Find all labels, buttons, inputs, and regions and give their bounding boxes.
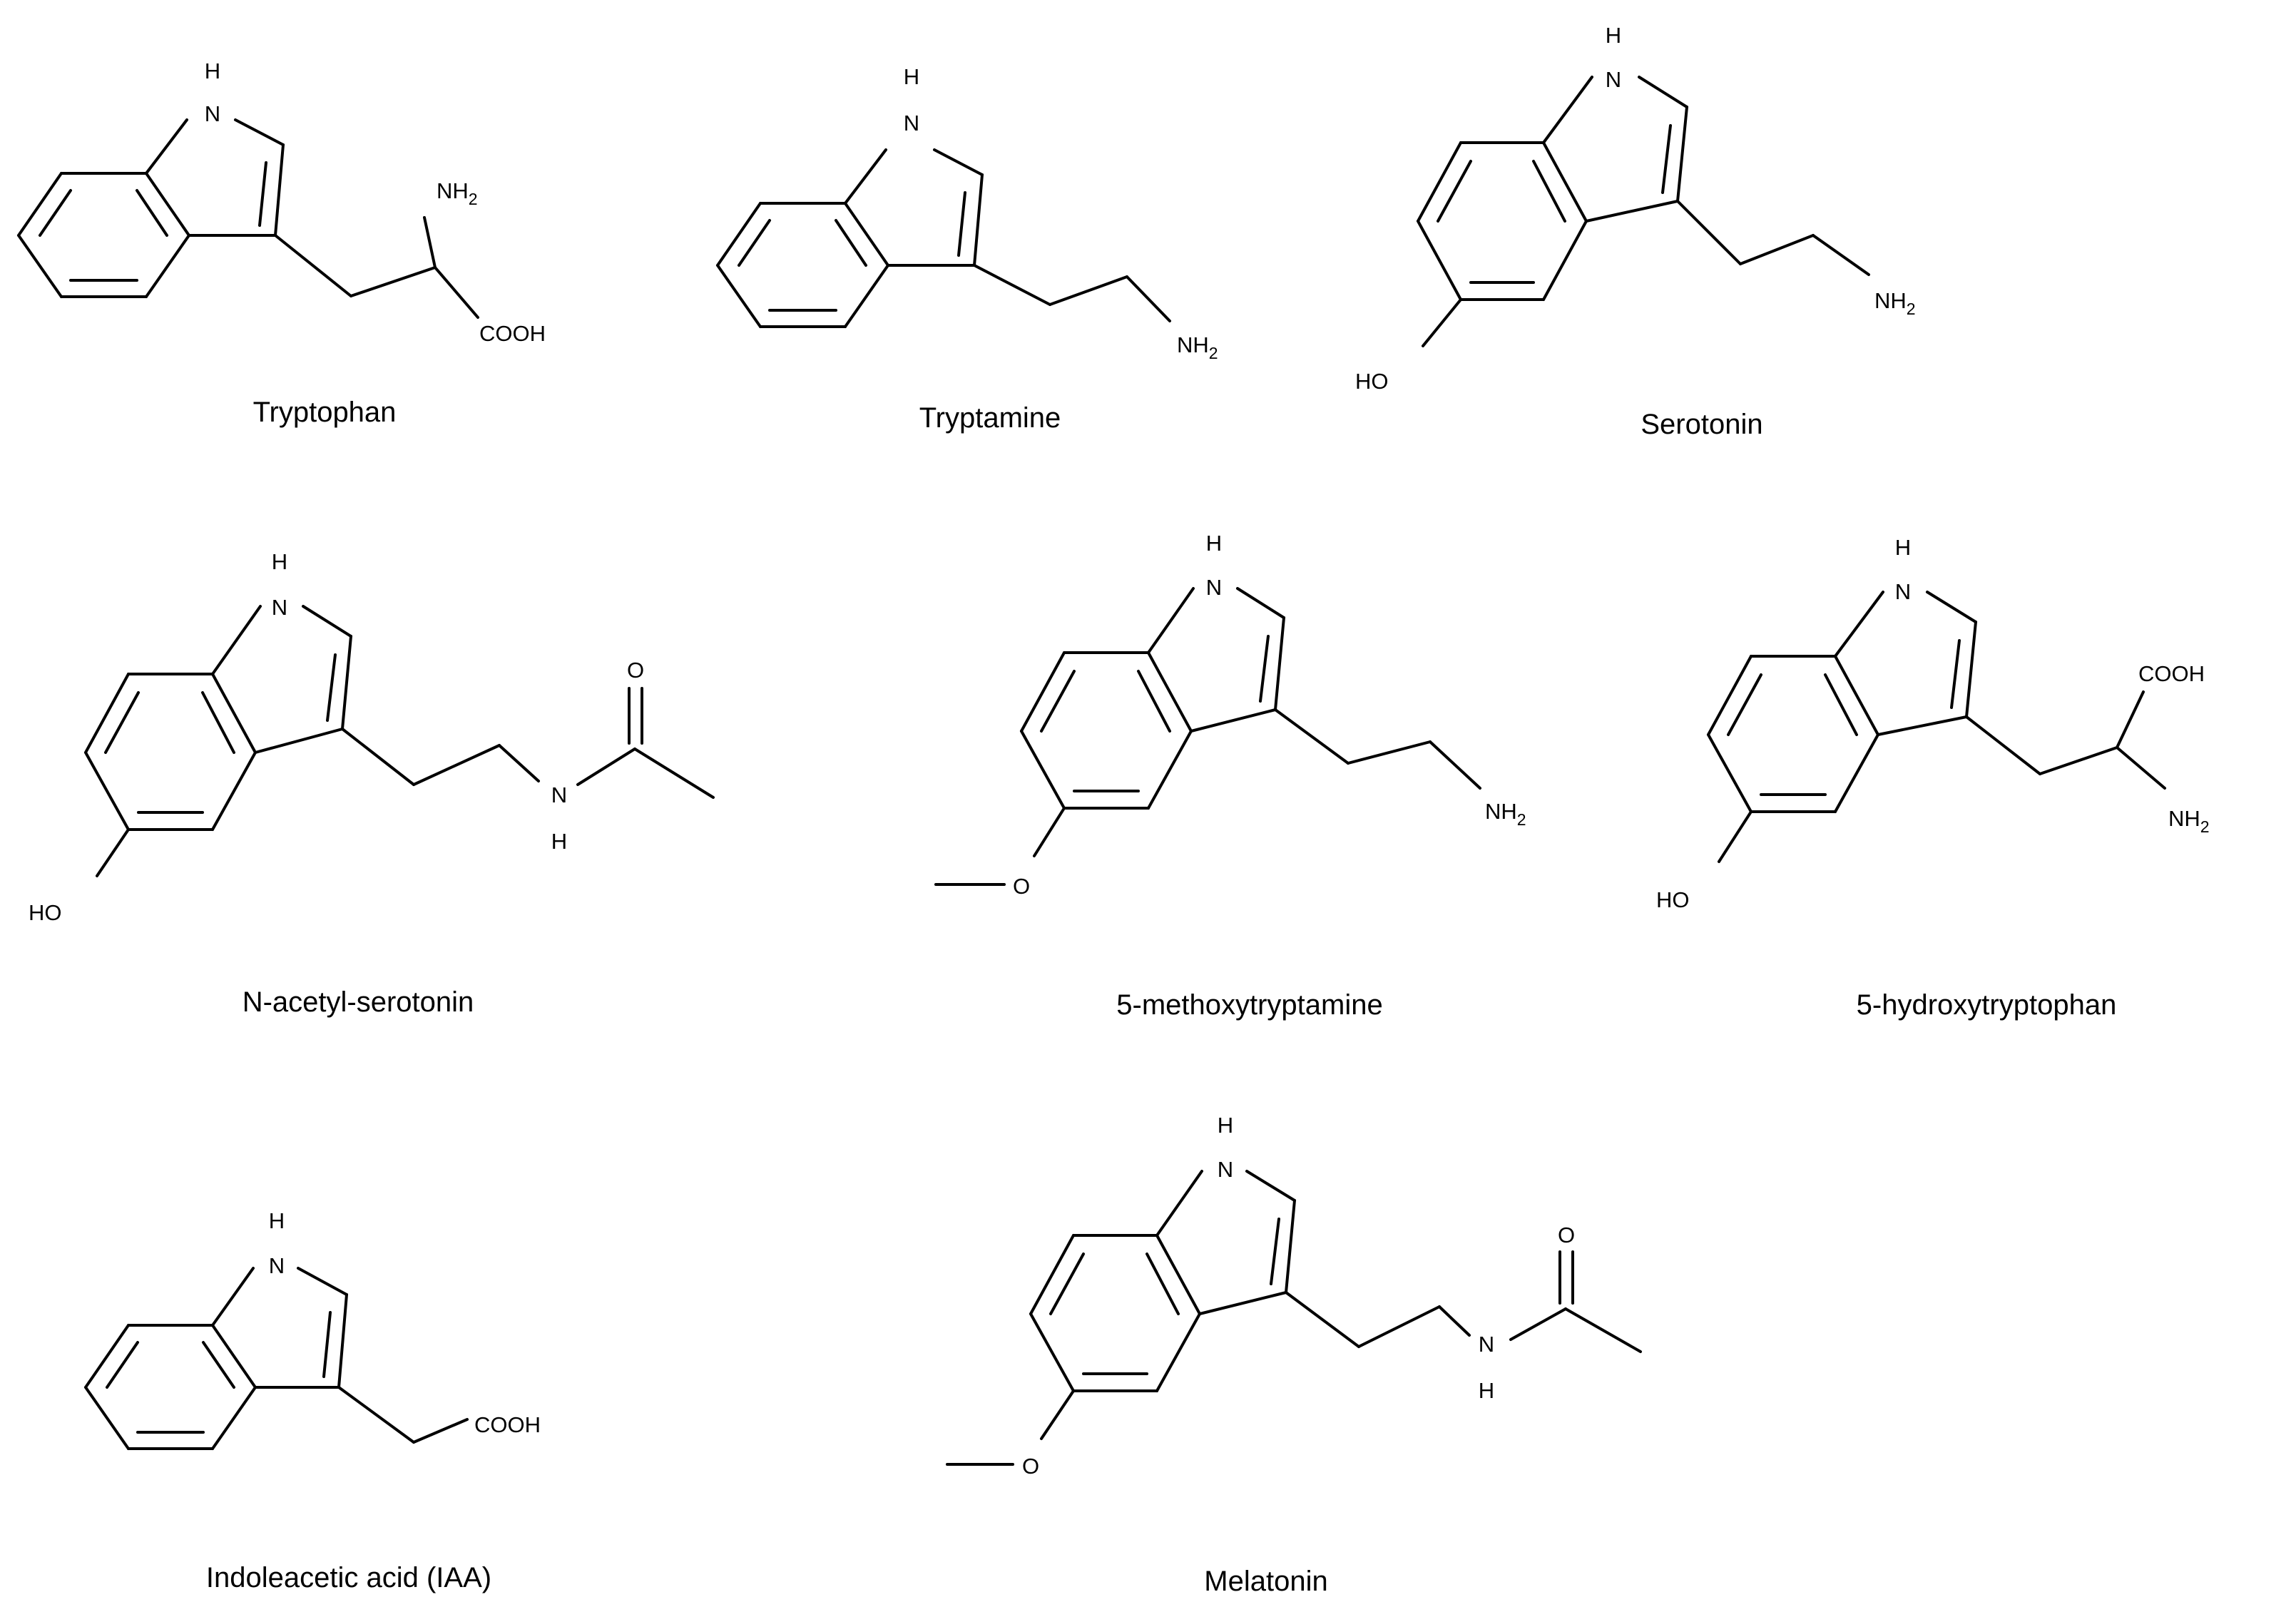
- atom-cooh: COOH: [2138, 661, 2205, 686]
- indole-ring: [1707, 591, 1977, 813]
- molecule-indoleacetic-acid: H N COOH Indoleacetic acid (IAA): [84, 1208, 541, 1593]
- atom-nh2: NH2: [1874, 288, 1916, 318]
- atom-nh2: NH2: [2168, 806, 2210, 836]
- molecule-n-acetyl-serotonin: H N N H O HO N-acetyl-serotonin: [29, 549, 715, 1018]
- molecule-name: 5-hydroxytryptophan: [1857, 989, 2117, 1021]
- atom-h: H: [1606, 23, 1621, 48]
- atom-h: H: [205, 58, 220, 83]
- molecule-name: Indoleacetic acid (IAA): [206, 1562, 491, 1593]
- amide-n: N: [551, 782, 567, 807]
- side-chain: [1422, 200, 1870, 347]
- atom-cooh: COOH: [479, 321, 546, 346]
- amide-h: H: [551, 829, 567, 854]
- amide-n: N: [1479, 1332, 1494, 1357]
- indole-ring: [1029, 1170, 1296, 1392]
- molecule-tryptophan: H N NH2 COOH Tryptophan: [17, 58, 546, 428]
- atom-h: H: [904, 64, 919, 89]
- side-chain: [973, 264, 1171, 322]
- atom-nh2: NH2: [437, 178, 478, 208]
- atom-n: N: [272, 595, 287, 620]
- atom-h: H: [1206, 531, 1222, 556]
- indole-ring: [84, 605, 352, 831]
- side-chain: [337, 1386, 469, 1444]
- molecule-name: 5-methoxytryptamine: [1116, 989, 1382, 1021]
- side-chain: [1718, 690, 2166, 863]
- indole-ring: [1020, 587, 1285, 810]
- atom-ho: HO: [29, 900, 62, 925]
- side-chain: [946, 1250, 1642, 1466]
- molecule-tryptamine: H N NH2 Tryptamine: [716, 64, 1218, 434]
- atom-n: N: [1206, 575, 1222, 600]
- carbonyl-o: O: [627, 658, 644, 683]
- atom-n: N: [269, 1253, 285, 1278]
- atom-nh2: NH2: [1485, 799, 1526, 829]
- molecule-melatonin: H N N H O O Melatonin: [946, 1113, 1642, 1597]
- molecule-5-hydroxytryptophan: H N COOH NH2 HO 5-hydroxytryptophan: [1656, 535, 2210, 1021]
- molecule-name: Serotonin: [1641, 409, 1762, 440]
- molecule-name: N-acetyl-serotonin: [243, 986, 474, 1018]
- atom-h: H: [1895, 535, 1911, 560]
- atom-ho: HO: [1355, 369, 1389, 394]
- methoxy-o: O: [1013, 874, 1030, 899]
- atom-nh2: NH2: [1177, 332, 1218, 362]
- atom-n: N: [1606, 67, 1621, 92]
- atom-cooh: COOH: [474, 1412, 541, 1437]
- side-chain: [96, 687, 715, 877]
- molecule-name: Tryptamine: [919, 402, 1061, 434]
- side-chain: [274, 216, 479, 319]
- indole-ring: [1417, 76, 1688, 301]
- atom-h: H: [272, 549, 287, 574]
- molecule-name: Melatonin: [1204, 1566, 1327, 1597]
- carbonyl-o: O: [1558, 1223, 1575, 1248]
- atom-n: N: [1895, 579, 1911, 604]
- indole-ring: [716, 148, 984, 328]
- molecule-name: Tryptophan: [253, 397, 397, 428]
- molecule-5-methoxytryptamine: H N NH2 O 5-methoxytryptamine: [934, 531, 1526, 1021]
- methoxy-o: O: [1022, 1454, 1039, 1479]
- side-chain: [934, 708, 1481, 886]
- atom-h: H: [1218, 1113, 1233, 1138]
- molecule-serotonin: H N NH2 HO Serotonin: [1355, 23, 1916, 440]
- atom-n: N: [205, 101, 220, 126]
- atom-n: N: [1218, 1157, 1233, 1182]
- amide-h: H: [1479, 1378, 1494, 1403]
- atom-ho: HO: [1656, 887, 1690, 912]
- indole-ring: [17, 118, 285, 298]
- atom-h: H: [269, 1208, 285, 1233]
- indole-ring: [84, 1267, 348, 1450]
- atom-n: N: [904, 111, 919, 136]
